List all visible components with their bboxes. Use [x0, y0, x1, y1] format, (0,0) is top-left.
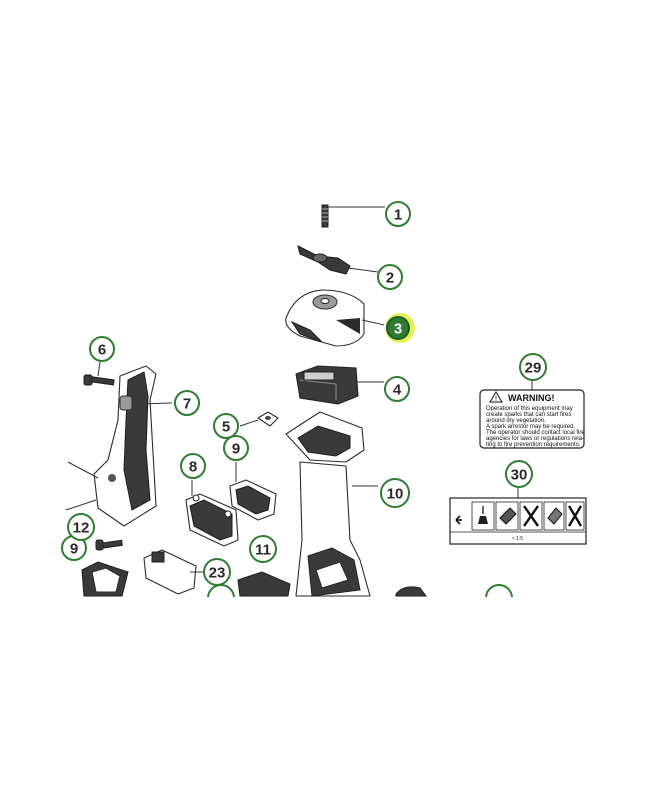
- callout-3-highlighted[interactable]: 3: [385, 313, 415, 343]
- decal-step-2-icon: [495, 501, 519, 531]
- svg-text:3: 3: [394, 321, 402, 338]
- warning-line-7: ting to fire prevention requirements.: [486, 442, 581, 448]
- svg-text:1: 1: [394, 207, 402, 224]
- warning-line-4: A spark arrestor may be required.: [486, 424, 575, 430]
- svg-text:8: 8: [189, 459, 197, 476]
- callout-6[interactable]: 6: [89, 336, 115, 362]
- part-10-housing: [285, 411, 371, 597]
- svg-text:6: 6: [98, 342, 106, 359]
- callout-12[interactable]: 12: [67, 513, 95, 541]
- part-29-warning-decal: ! WARNING! Operation of this equipment m…: [479, 389, 585, 449]
- callout-5[interactable]: 5: [213, 413, 239, 439]
- svg-text:9: 9: [232, 441, 240, 458]
- callout-29[interactable]: 29: [519, 353, 547, 381]
- lower-right-part: [395, 586, 427, 597]
- callout-1[interactable]: 1: [385, 201, 411, 227]
- callout-9-upper[interactable]: 9: [223, 435, 249, 461]
- callout-10[interactable]: 10: [380, 478, 410, 508]
- part-23-grip: [143, 549, 197, 595]
- leader-3: [361, 319, 385, 326]
- svg-text:!: !: [495, 397, 497, 403]
- part-7-bracket: [93, 365, 157, 527]
- svg-text:2: 2: [386, 270, 394, 287]
- warning-line-5: The operator should contact local fire: [486, 430, 585, 436]
- part-6-bolt: [83, 374, 115, 386]
- part-3-cover: [285, 289, 365, 347]
- part-1-stud: [321, 204, 329, 228]
- warning-line-2: create sparks that can start fires: [486, 412, 571, 418]
- warning-line-1: Operation of this equipment may: [486, 406, 573, 412]
- callout-2[interactable]: 2: [377, 264, 403, 290]
- decal-footer-text: ≈ 1:5: [512, 536, 523, 542]
- callout-partial-left: [207, 584, 235, 599]
- svg-text:11: 11: [255, 542, 271, 559]
- decal-step-4-icon: [543, 501, 565, 531]
- warning-line-6: agencies for laws or regulations rela-: [486, 436, 584, 442]
- grip-lower-left: [81, 561, 129, 597]
- svg-text:30: 30: [511, 467, 528, 484]
- callout-11[interactable]: 11: [249, 535, 277, 563]
- svg-text:10: 10: [387, 486, 404, 503]
- callout-8[interactable]: 8: [180, 453, 206, 479]
- part-30-instruction-decal: ≈ 1:5: [449, 497, 587, 545]
- svg-text:29: 29: [525, 360, 542, 377]
- svg-text:4: 4: [393, 382, 402, 399]
- decal-step-3-icon: [519, 501, 543, 531]
- svg-text:9: 9: [70, 541, 78, 558]
- callout-7[interactable]: 7: [174, 390, 200, 416]
- warning-title: WARNING!: [508, 393, 555, 403]
- leader-6: [97, 361, 101, 377]
- leader-2: [347, 267, 379, 273]
- warning-line-3: around dry vegetation.: [486, 418, 546, 424]
- svg-text:12: 12: [73, 520, 90, 537]
- callout-4[interactable]: 4: [384, 376, 410, 402]
- part-2-wing-nut: [297, 245, 351, 275]
- part-8-clamp: [185, 493, 239, 547]
- svg-text:5: 5: [222, 419, 230, 436]
- part-4-filter: [295, 365, 359, 405]
- leader-7: [139, 402, 173, 405]
- decal-step-5-icon: [565, 501, 585, 531]
- part-11-pad: [237, 571, 291, 597]
- edge-line-b: [65, 499, 97, 511]
- svg-text:7: 7: [183, 396, 191, 413]
- part-9-clamp-half: [229, 479, 277, 521]
- arrow-left-icon: [455, 515, 462, 525]
- part-12-screw: [95, 539, 123, 551]
- decal-step-1-icon: [471, 501, 495, 531]
- edge-line-a: [67, 461, 99, 479]
- callout-30[interactable]: 30: [505, 460, 533, 488]
- callout-partial-right: [485, 584, 513, 599]
- page-bottom-blank: [0, 597, 652, 800]
- leader-5: [239, 419, 259, 427]
- svg-text:23: 23: [209, 565, 226, 582]
- callout-23[interactable]: 23: [203, 558, 231, 586]
- part-5-square-nut: [257, 411, 279, 427]
